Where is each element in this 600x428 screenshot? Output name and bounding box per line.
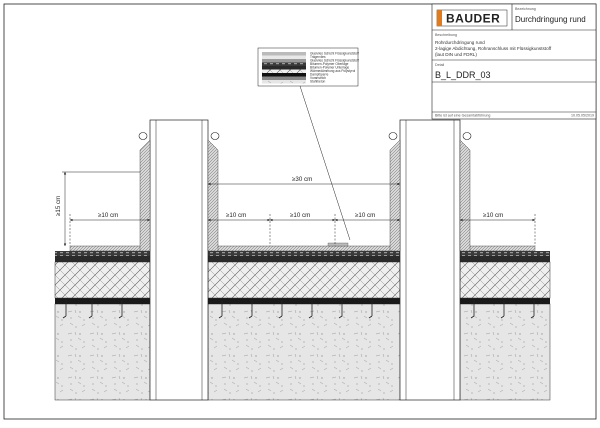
legend-item-9: Stahlbeton: [310, 80, 325, 84]
dim-overlap-b: ≥10 cm: [290, 212, 310, 219]
legend-leader-line: [299, 85, 351, 241]
legend-item-6: Wärmedämmung aus Polystyrol: [310, 69, 355, 73]
description-line-3: (laut DIN und FDRL): [435, 52, 477, 57]
dim-height: ≥15 cm: [55, 196, 62, 216]
legend-item-7: Dampfsperre: [310, 73, 329, 77]
vapour-barrier: [55, 298, 550, 304]
bauder-logo: BAUDER: [436, 9, 508, 27]
fastener-anchors: [62, 300, 535, 319]
sheet-border: [3, 3, 597, 420]
legend-item-1: Glasvlies Schicht Flüssigkunststoff: [310, 52, 359, 56]
title-block: BAUDER Bezeichnung Durchdringung rund Be…: [431, 3, 597, 120]
description-line-1: Rohrdurchdringung rund: [435, 40, 485, 45]
designation-value: Durchdringung rund: [515, 15, 586, 24]
designation-label: Bezeichnung: [515, 7, 536, 11]
title-note: Bitte ist auf eine Gesamtabführung: [435, 114, 490, 118]
detail-label: Detail: [435, 63, 444, 67]
dim-overlap-a: ≥10 cm: [226, 212, 246, 219]
legend-layer-swatches: [262, 52, 306, 84]
dimension-lines: [62, 171, 536, 246]
layer-legend: Glasvlies Schicht Flüssigkunststoff Träg…: [257, 47, 359, 87]
title-date: 10.05.05/2019: [571, 114, 594, 118]
pipe-right: [388, 119, 472, 401]
legend-item-4: Bitumen-Polymer Oberlage: [310, 62, 349, 66]
dim-overlap-right: ≥10 cm: [483, 212, 503, 219]
description-line-2: 2-lagige Abdichtung, Rohranschluss mit F…: [435, 46, 552, 51]
detail-code: B_L_DDR_03: [435, 70, 491, 80]
description-label: Beschreibung: [435, 33, 457, 37]
pipe-left: [138, 119, 220, 401]
legend-item-8: Voranstrich: [310, 76, 326, 80]
insulation-layer: [54, 261, 551, 299]
dim-overlap-c: ≥10 cm: [355, 212, 375, 219]
legend-item-2: Trägervlies: [310, 55, 326, 59]
dim-overlap-mid: ≥30 cm: [292, 176, 312, 183]
dim-overlap-left: ≥10 cm: [98, 212, 118, 219]
legend-item-3: Glasvlies Schicht Flüssigkunststoff: [310, 59, 359, 63]
brand-name: BAUDER: [446, 12, 500, 26]
bitumen-membranes: [55, 251, 550, 262]
concrete-slab: [54, 303, 551, 401]
legend-item-5: Bitumen-Polymer Unterlage: [310, 66, 349, 70]
